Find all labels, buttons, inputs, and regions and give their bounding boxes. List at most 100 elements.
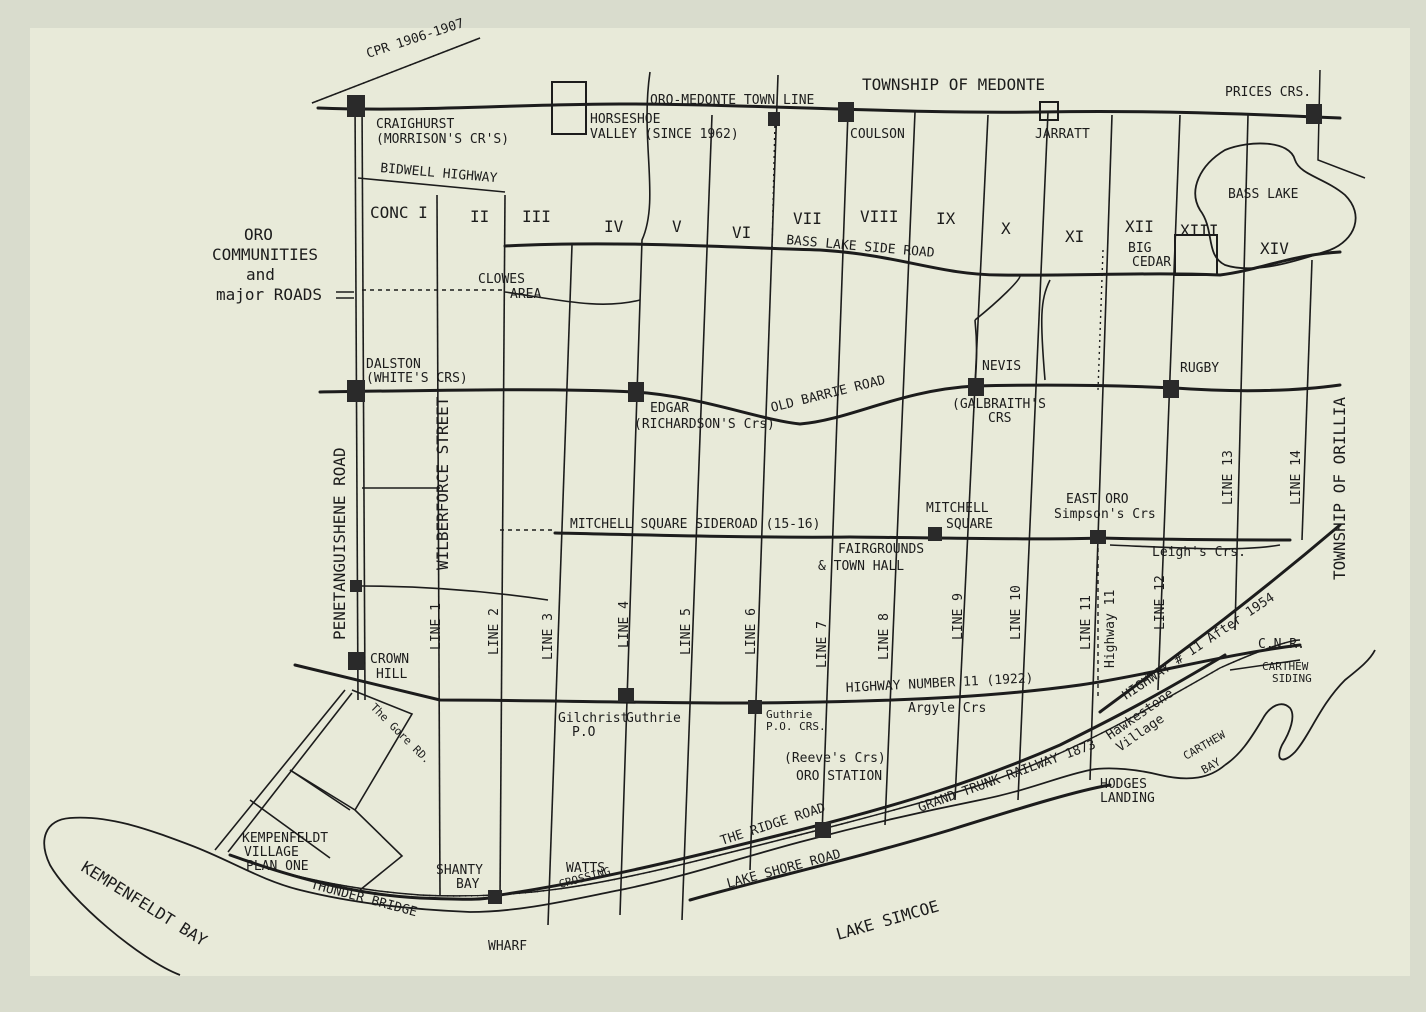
line-8-road	[884, 111, 916, 826]
fairgrounds-label-2: & TOWN HALL	[818, 559, 904, 574]
ridge-road	[498, 653, 1227, 897]
lake-shore-road	[688, 783, 1112, 902]
carthew-bay-shoreline	[1224, 649, 1376, 766]
line-6-road	[749, 74, 779, 871]
line-10-label: LINE 10	[1009, 585, 1024, 640]
leighs-label: Leigh's Crs.	[1152, 545, 1246, 560]
conc-7: VII	[793, 209, 822, 228]
mitchell-square-marker	[928, 527, 942, 541]
kempenfeldt-label: KEMPENFELDT	[242, 831, 328, 846]
line-9-road	[954, 114, 989, 801]
line-9-label: LINE 9	[951, 593, 966, 640]
big-cedar-label: BIG	[1128, 241, 1152, 256]
conc-5: V	[672, 217, 682, 236]
guthrie-po-marker	[748, 700, 762, 714]
conc-2: II	[470, 207, 489, 226]
side-road-ne-rugby	[974, 319, 978, 387]
orillia-township-label: TOWNSHIP OF ORILLIA	[1330, 397, 1349, 580]
dalston-marker	[347, 380, 365, 402]
legend-line-4: major ROADS	[216, 285, 322, 304]
line-7-label: LINE 7	[815, 621, 830, 668]
oro-medonte-town-line	[316, 102, 1342, 120]
highway-11-vertical-label: Highway 11	[1103, 590, 1118, 668]
cnr-label: C.N.R.	[1258, 637, 1305, 652]
community-markers	[347, 81, 1322, 904]
clowes-connector	[504, 291, 641, 305]
medonte-township-label: TOWNSHIP OF MEDONTE	[862, 75, 1045, 94]
cpr-label: CPR 1906-1907	[365, 16, 466, 62]
cpr-prices-railway	[1317, 69, 1366, 179]
edgar-label-2: (RICHARDSON'S Crs)	[634, 417, 775, 432]
oro-station-marker	[815, 822, 831, 838]
craighurst-label: CRAIGHURST	[376, 117, 454, 132]
nevis-label-3: CRS	[988, 411, 1011, 426]
conc-11: XI	[1065, 227, 1084, 246]
line-4-road	[619, 71, 651, 916]
kempenfeldt-label-2: VILLAGE	[244, 845, 299, 860]
shanty-bay-label: SHANTY	[436, 863, 483, 878]
rugby-label: RUGBY	[1180, 361, 1219, 376]
fairgrounds-label: FAIRGROUNDS	[838, 542, 924, 557]
bass-lake-sideroad	[503, 242, 1342, 277]
hodges-label-2: LANDING	[1100, 791, 1155, 806]
legend-road-symbol	[336, 291, 354, 299]
mitchell-sideroad-label: MITCHELL SQUARE SIDEROAD (15-16)	[570, 517, 820, 532]
dalston-label: DALSTON	[366, 357, 421, 372]
line-5-label: LINE 5	[679, 608, 694, 655]
jarratt-label: JARRATT	[1035, 127, 1090, 142]
crown-hill-label-2: HILL	[376, 667, 407, 682]
line-2-label: LINE 2	[487, 608, 502, 655]
prices-crossing-label: PRICES CRS.	[1225, 85, 1311, 100]
gore-road-label: The Gore RD.	[368, 701, 433, 766]
legend-line-1: ORO	[244, 225, 273, 244]
line-3-label: LINE 3	[541, 613, 556, 660]
wilberforce-label: WILBERFORCE STREET	[433, 396, 452, 570]
east-oro-label-2: Simpson's Crs	[1054, 507, 1156, 522]
line-13-road	[1234, 114, 1249, 631]
guthrie-marker	[618, 688, 634, 702]
kempenfeldt-gore-grid	[214, 689, 414, 891]
bass-lake-sideroad-label: BASS LAKE SIDE ROAD	[786, 233, 936, 261]
line-11-unopened	[1097, 249, 1104, 391]
argyle-label: Argyle Crs	[908, 701, 986, 716]
conc-6: VI	[732, 223, 751, 242]
penetanguishene-label: PENETANGUISHENE ROAD	[330, 447, 349, 640]
conc-4: IV	[604, 217, 624, 236]
line-2-road	[499, 194, 506, 901]
conc-12: XII	[1125, 217, 1154, 236]
oro-station-label: ORO STATION	[796, 769, 882, 784]
bidwell-highway	[357, 177, 506, 193]
coulson-label: COULSON	[850, 127, 905, 142]
bass-lake	[1194, 142, 1357, 270]
conc-10: X	[1001, 219, 1011, 238]
line-11-label: LINE 11	[1079, 595, 1094, 650]
clowes-label: CLOWES	[478, 272, 525, 287]
gilchrist-label-2: P.O	[572, 725, 596, 740]
big-cedar-marker	[1174, 234, 1218, 276]
mitchell-square-sideroad	[553, 531, 1292, 542]
edgar-label: EDGAR	[650, 401, 689, 416]
carthew-bay-label: CARTHEW	[1181, 728, 1228, 763]
rugby-marker	[1163, 380, 1179, 398]
concession-line-roads	[354, 71, 1313, 926]
conc-1: CONC I	[370, 203, 428, 222]
highway-11-after-1954	[1098, 523, 1342, 714]
lake-shore-road-label: LAKE SHORE ROAD	[725, 847, 842, 892]
jarratt-marker	[1039, 101, 1059, 121]
line-4-label: LINE 4	[617, 601, 632, 648]
kempenfeldt-bay-label: KEMPENFELDT BAY	[78, 857, 211, 950]
side-road-north-nevis	[974, 275, 1021, 321]
side-road-jarratt-south	[1040, 279, 1051, 381]
reeves-label: (Reeve's Crs)	[784, 751, 886, 766]
horseshoe-label-2: VALLEY (SINCE 1962)	[590, 127, 739, 142]
wharf-label: WHARF	[488, 939, 527, 954]
east-oro-label: EAST ORO	[1066, 492, 1129, 507]
town-line-marker	[768, 112, 780, 126]
cpr-railway-ties	[311, 37, 481, 104]
line-8-label: LINE 8	[877, 613, 892, 660]
coulson-marker	[838, 102, 854, 122]
conc-3: III	[522, 207, 551, 226]
crown-hill-label: CROWN	[370, 652, 409, 667]
watts-label: WATTS	[566, 861, 605, 876]
